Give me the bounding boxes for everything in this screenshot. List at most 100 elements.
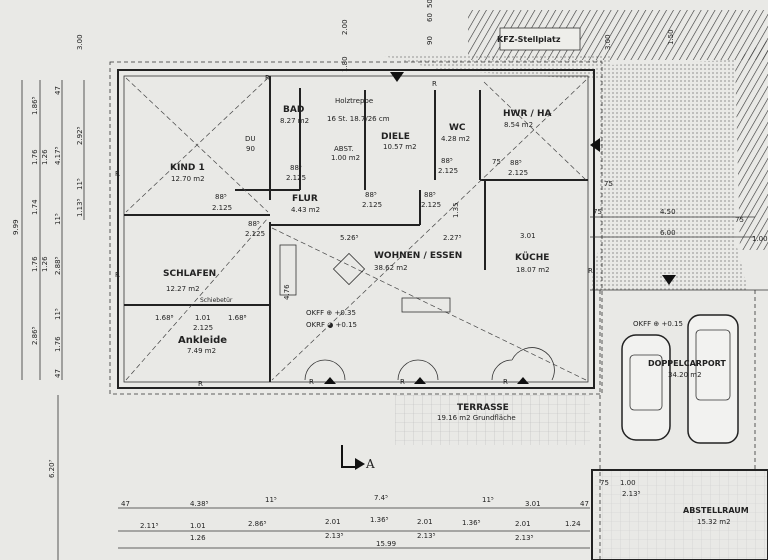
room-hwr-area: 8.54 m2: [504, 121, 533, 129]
door-height: 2.125: [362, 201, 382, 209]
stair-label: Holztreppe: [335, 97, 373, 105]
dimension: 1.35: [452, 202, 460, 218]
terrace-arrow-icon: [414, 377, 426, 384]
radiator-mark: R: [588, 267, 593, 275]
dimension: 4.50: [660, 208, 676, 216]
dimension: 2.00: [341, 19, 349, 35]
dimension: 2.88⁵: [54, 256, 62, 275]
radiator-marks: R R R R R R R R R: [115, 74, 593, 388]
door-height: 2.125: [245, 230, 265, 238]
dimension: 1.26: [190, 534, 206, 542]
house-walls: [109, 61, 603, 395]
room-kueche-area: 18.07 m2: [516, 266, 550, 274]
room-ankleide: Ankleide: [178, 335, 227, 346]
dimension: 1.24: [565, 520, 581, 528]
door-width: 88⁵: [424, 191, 436, 199]
dimension: 1.68⁸: [228, 314, 247, 322]
dimension-bottom-row1: 47 4.38⁵ 11⁵ 7.4⁵ 11⁵ 3.01 47: [121, 494, 589, 508]
dimension: 1.01: [195, 314, 211, 322]
room-kind1-area: 12.70 m2: [171, 175, 205, 183]
dimension-bottom-row2: 2.11⁵ 1.01 2.86⁵ 2.01 1.36⁵ 2.01 1.36⁵ 2…: [140, 516, 581, 548]
room-hwr: HWR / HA: [503, 109, 551, 119]
room-kind1: KIND 1: [170, 163, 205, 173]
dimension: 2.01: [515, 520, 531, 528]
door-height: 2.125: [438, 167, 458, 175]
dimension: 2.13⁵: [515, 534, 534, 542]
dimension: 6.00: [660, 229, 676, 237]
dimension: 11⁵: [76, 178, 84, 190]
dimension-top: 3.00 2.00 50 60 90 1.80 3.00 1.50: [76, 0, 675, 72]
site-surfaces: [380, 10, 768, 560]
dimension: 3.00: [604, 34, 612, 50]
ankleide-sliding-door: Schiebetür: [200, 297, 233, 304]
room-abstellraum: ABSTELLRAUM: [683, 506, 749, 515]
radiator-mark: R: [198, 380, 203, 388]
room-flur-area: 4.43 m2: [291, 206, 320, 214]
dimension: 1.26: [41, 149, 49, 165]
terrace-arrow-icon: [517, 377, 529, 384]
room-schlafen: SCHLAFEN: [163, 269, 216, 279]
dimension: 2.01: [325, 518, 341, 526]
radiator-mark: R: [115, 271, 120, 279]
dimension: 90: [426, 36, 434, 45]
dimension: 2.86⁵: [31, 326, 39, 345]
dimension: 1.36⁵: [370, 516, 389, 524]
terrace-arrow-icon: [324, 377, 336, 384]
room-wc: WC: [449, 123, 466, 133]
dimension: 1.76: [31, 149, 39, 165]
radiator-mark: R: [503, 378, 508, 386]
dimension: 11⁵: [482, 496, 494, 504]
radiator-mark: R: [115, 170, 120, 178]
dimension: 1.76: [54, 336, 62, 352]
dimension: 75: [600, 479, 609, 487]
dimension: 47: [121, 500, 130, 508]
room-terrasse: TERRASSE: [457, 403, 509, 413]
dimension: 4.17⁵: [54, 146, 62, 165]
entrance-arrow-icon: [590, 138, 600, 152]
door-height: 2.125: [508, 169, 528, 177]
room-terrasse-area: 19.16 m2 Grundfläche: [437, 414, 516, 422]
dimension: 1.50: [667, 29, 675, 45]
entrance-arrow-icon: [390, 72, 404, 82]
dimension: 75: [735, 216, 744, 224]
dimension: 47: [580, 500, 589, 508]
dimension: 1.13⁵: [76, 198, 84, 217]
dimension: 2.125: [193, 324, 213, 332]
dimension: 1.36⁵: [462, 519, 481, 527]
dimension: 60: [426, 13, 434, 22]
level-okrf: OKRF ◕ +0.15: [306, 321, 357, 329]
door-height: 2.125: [286, 174, 306, 182]
room-ankleide-area: 7.49 m2: [187, 347, 216, 355]
dimension: 50: [426, 0, 434, 8]
dimension: 75: [492, 158, 501, 166]
dimension: 3.00: [76, 34, 84, 50]
section-marker-icon: [341, 445, 365, 470]
door-width: 88⁵: [215, 193, 227, 201]
room-wc-area: 4.28 m2: [441, 135, 470, 143]
dimension: 3.01: [525, 500, 541, 508]
room-schlafen-area: 12.27 m2: [166, 285, 200, 293]
carport-door-width: 1.00: [620, 479, 636, 487]
dimension: 1.74: [31, 199, 39, 215]
room-flur: FLUR: [292, 194, 318, 204]
door-width: 88⁵: [365, 191, 377, 199]
dimension: 75: [593, 208, 602, 216]
room-diele-area: 10.57 m2: [383, 143, 417, 151]
dimension: 47: [54, 369, 62, 378]
radiator-mark: R: [309, 378, 314, 386]
dimension: 1.86⁵: [31, 96, 39, 115]
dimension: 2.92⁵: [76, 126, 84, 145]
dimension: 75: [604, 180, 613, 188]
dimension: 4.76: [283, 284, 291, 300]
kfz-stellplatz: KFZ-Stellplatz: [497, 35, 561, 44]
dimension: 1.68⁸: [155, 314, 174, 322]
dimension: 4.38⁵: [190, 500, 209, 508]
radiator-mark: R: [265, 74, 270, 82]
room-wohnen-area: 38.62 m2: [374, 264, 408, 272]
dimension: 7.4⁵: [374, 494, 388, 502]
dimension-left: 9.99 1.86⁵ 1.76 1.74 1.76 2.86⁵ 1.26 1.2…: [12, 86, 84, 478]
room-carport: DOPPELCARPORT: [648, 359, 726, 368]
radiator-mark: R: [400, 378, 405, 386]
room-abst: ABST.: [334, 145, 354, 153]
